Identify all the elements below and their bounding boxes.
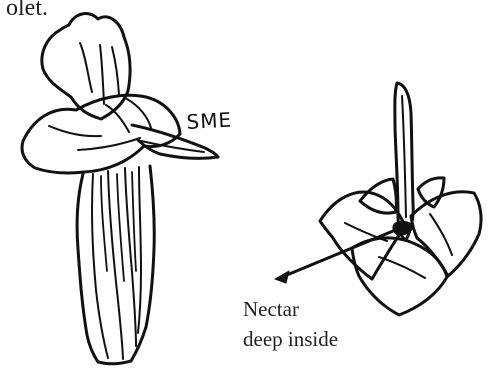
left-flower-lower-body bbox=[77, 166, 154, 364]
left-flower-lower-fold-2 bbox=[108, 171, 123, 359]
left-flower-top-crease-2 bbox=[100, 45, 104, 104]
left-flower-top-crease-1 bbox=[80, 43, 92, 92]
left-flower-lower-fold-1 bbox=[92, 174, 108, 358]
left-flower-lower-fold-7 bbox=[132, 172, 136, 271]
left-flower-middle-petal bbox=[22, 95, 180, 173]
nectar-arrow-head bbox=[275, 271, 289, 283]
left-flower-middle-crease-3 bbox=[127, 99, 151, 128]
right-flower-petal-upper-right bbox=[418, 178, 444, 207]
nectar-label: Nectar deep inside bbox=[243, 294, 338, 354]
right-flower-petal-right bbox=[411, 192, 481, 276]
right-flower-crease-3 bbox=[430, 214, 452, 255]
nectar-label-line-2: deep inside bbox=[243, 324, 338, 354]
left-flower-lower-fold-4 bbox=[138, 167, 141, 333]
left-flower-middle-crease-4 bbox=[78, 138, 140, 150]
right-flower-crease-2 bbox=[379, 257, 425, 278]
left-flower-lower-fold-5 bbox=[101, 176, 107, 271]
nectar-label-line-1: Nectar bbox=[243, 294, 338, 324]
left-flower-top-crease-3 bbox=[112, 47, 119, 95]
left-flower-lower-fold-6 bbox=[117, 174, 124, 281]
right-flower-crease-1 bbox=[345, 223, 387, 241]
nectar-arrow-line bbox=[282, 229, 398, 277]
left-flower-middle-crease-1 bbox=[49, 126, 101, 136]
sme-label: SME bbox=[186, 110, 233, 132]
right-flower-stem-inner bbox=[402, 96, 406, 217]
